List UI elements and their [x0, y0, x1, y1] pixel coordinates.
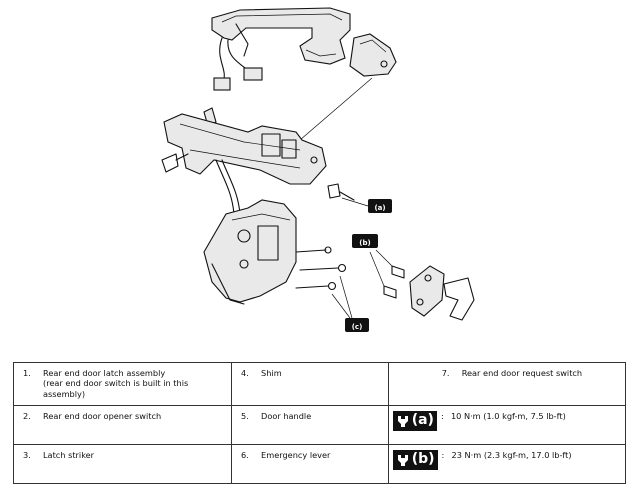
legend-num: 2. [23, 411, 31, 421]
torque-badge-a: (a) [392, 411, 437, 431]
legend-item-1: 1. Rear end door latch assembly (rear en… [12, 362, 233, 406]
torque-badge-a-label: (a) [411, 412, 434, 429]
request-switch-drawing [299, 33, 397, 141]
legend-text: Shim [261, 368, 282, 378]
torque-tag-a-label: (a) [374, 204, 385, 212]
latch-bolts [295, 246, 353, 319]
legend-text: Rear end door latch assembly [43, 368, 166, 378]
legend-num: 7. [441, 368, 450, 378]
screw-left [161, 153, 189, 173]
legend-text: Emergency lever [261, 450, 331, 460]
torque-tag-c-label: (c) [352, 323, 363, 331]
diagram-svg: (a) (b) (c) [161, 7, 475, 332]
emergency-lever-drawing [163, 113, 327, 215]
exploded-parts-diagram: (a) (b) (c) [161, 7, 475, 332]
legend-text: Rear end door opener switch [43, 411, 162, 421]
torque-spec-b: (b) : 23 N·m (2.3 kgf-m, 17.0 lb-ft) [387, 444, 627, 484]
torque-spec-a: (a) : 10 N·m (1.0 kgf-m, 7.5 lb-ft) [387, 405, 627, 445]
legend-num: 5. [241, 411, 249, 421]
legend-text: Latch striker [43, 450, 95, 460]
parts-legend-table: 1. Rear end door latch assembly (rear en… [12, 362, 627, 484]
legend-num: 1. [23, 368, 31, 378]
torque-tag-c: (c) [345, 318, 369, 332]
legend-num: 6. [241, 450, 249, 460]
legend-text: Rear end door request switch [461, 368, 583, 378]
legend-item-4: 4. Shim [231, 362, 389, 406]
torque-value-b: 23 N·m (2.3 kgf-m, 17.0 lb-ft) [451, 450, 572, 460]
legend-item-7: 7. Rear end door request switch [387, 362, 627, 406]
legend-subtext: (rear end door switch is built in this a… [43, 378, 189, 399]
legend-num: 4. [241, 368, 249, 378]
legend-item-6: 6. Emergency lever [231, 444, 389, 484]
legend-item-3: 3. Latch striker [12, 444, 233, 484]
bolt-a [327, 183, 369, 207]
torque-tag-b-label: (b) [359, 239, 370, 247]
door-handle-drawing [211, 7, 351, 91]
latch-assembly-drawing [203, 199, 297, 305]
torque-tag-a: (a) [368, 199, 392, 213]
legend-item-5: 5. Door handle [231, 405, 389, 445]
wrench-icon [397, 416, 408, 427]
torque-tag-b: (b) [352, 234, 378, 248]
legend-num: 3. [23, 450, 31, 460]
shim-drawing [443, 277, 475, 321]
legend-text: Door handle [261, 411, 312, 421]
colon: : [440, 411, 444, 421]
torque-badge-b-label: (b) [411, 451, 435, 468]
torque-value-a: 10 N·m (1.0 kgf-m, 7.5 lb-ft) [450, 411, 566, 421]
legend-item-2: 2. Rear end door opener switch [12, 405, 233, 445]
torque-badge-b: (b) [392, 450, 438, 470]
wrench-icon [397, 455, 408, 466]
latch-striker-drawing [369, 249, 445, 317]
colon: : [441, 450, 445, 460]
